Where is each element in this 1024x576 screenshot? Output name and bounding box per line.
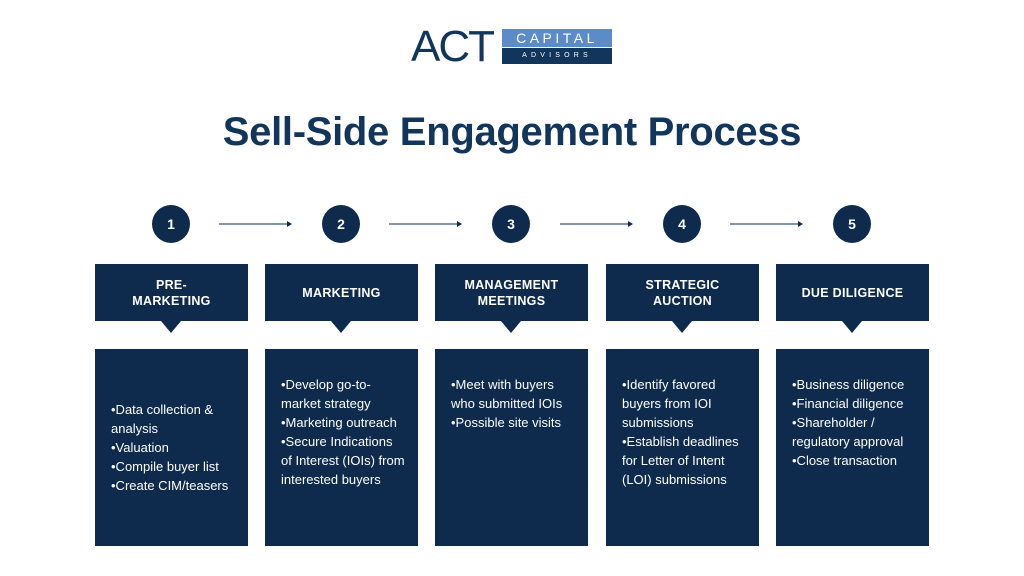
step-header-label-3: MANAGEMENT MEETINGS: [464, 277, 559, 308]
step-header-label-2: MARKETING: [302, 285, 381, 300]
step-2-bullet: •Develop go-to-market strategy: [281, 377, 371, 411]
step-number-3: 3: [492, 205, 530, 243]
step-number-5: 5: [833, 205, 871, 243]
step-header-2: MARKETING: [265, 264, 418, 333]
page-title: Sell-Side Engagement Process: [222, 110, 802, 154]
logo-capital-text: CAPITAL: [502, 29, 612, 47]
step-1-bullet: •Valuation: [111, 440, 169, 455]
step-header-label-4: STRATEGIC AUCTION: [645, 277, 720, 308]
step-1-bullet: •Compile buyer list: [111, 459, 219, 474]
step-header-label-5: DUE DILIGENCE: [801, 285, 904, 300]
logo-act-text: ACT: [411, 22, 495, 71]
step-header-5: DUE DILIGENCE: [776, 264, 929, 333]
step-number-1: 1: [152, 205, 190, 243]
step-content-4: •Identify favored buyers from IOI submis…: [606, 349, 759, 546]
step-content-3: •Meet with buyers who submitted IOIs •Po…: [435, 349, 588, 546]
step-4-bullet: •Identify favored buyers from IOI submis…: [622, 377, 716, 430]
step-number-4: 4: [663, 205, 701, 243]
step-4-bullet: •Establish deadlines for Letter of Inten…: [622, 434, 739, 487]
step-2-bullet: •Marketing outreach: [281, 415, 397, 430]
step-3-bullet: •Meet with buyers who submitted IOIs: [451, 377, 563, 411]
step-header-1: PRE-MARKETING: [95, 264, 248, 333]
step-5-bullet: •Financial diligence: [792, 396, 904, 411]
logo-advisors-text: ADVISORS: [502, 48, 612, 64]
step-number-2: 2: [322, 205, 360, 243]
step-3-bullet: •Possible site visits: [451, 415, 562, 430]
step-content-5: •Business diligence •Financial diligence…: [776, 349, 929, 546]
step-1-bullet: •Data collection & analysis: [111, 402, 214, 436]
act-capital-advisors-logo: ACT CAPITAL ADVISORS: [411, 23, 613, 71]
step-2-bullet: •Secure Indications of Interest (IOIs) f…: [281, 434, 405, 487]
step-header-3: MANAGEMENT MEETINGS: [435, 264, 588, 333]
step-content-1: •Data collection & analysis •Valuation •…: [95, 349, 248, 546]
arrow-icon: [219, 221, 292, 227]
arrow-icon: [730, 221, 803, 227]
step-header-4: STRATEGIC AUCTION: [606, 264, 759, 333]
arrow-icon: [389, 221, 462, 227]
arrow-icon: [560, 221, 633, 227]
step-header-label-1: PRE-MARKETING: [132, 277, 211, 308]
step-5-bullet: •Close transaction: [792, 453, 897, 468]
step-5-bullet: •Shareholder / regulatory approval: [792, 415, 904, 449]
step-content-2: •Develop go-to-market strategy •Marketin…: [265, 349, 418, 546]
step-5-bullet: •Business diligence: [792, 377, 905, 392]
step-1-bullet: •Create CIM/teasers: [111, 478, 229, 493]
